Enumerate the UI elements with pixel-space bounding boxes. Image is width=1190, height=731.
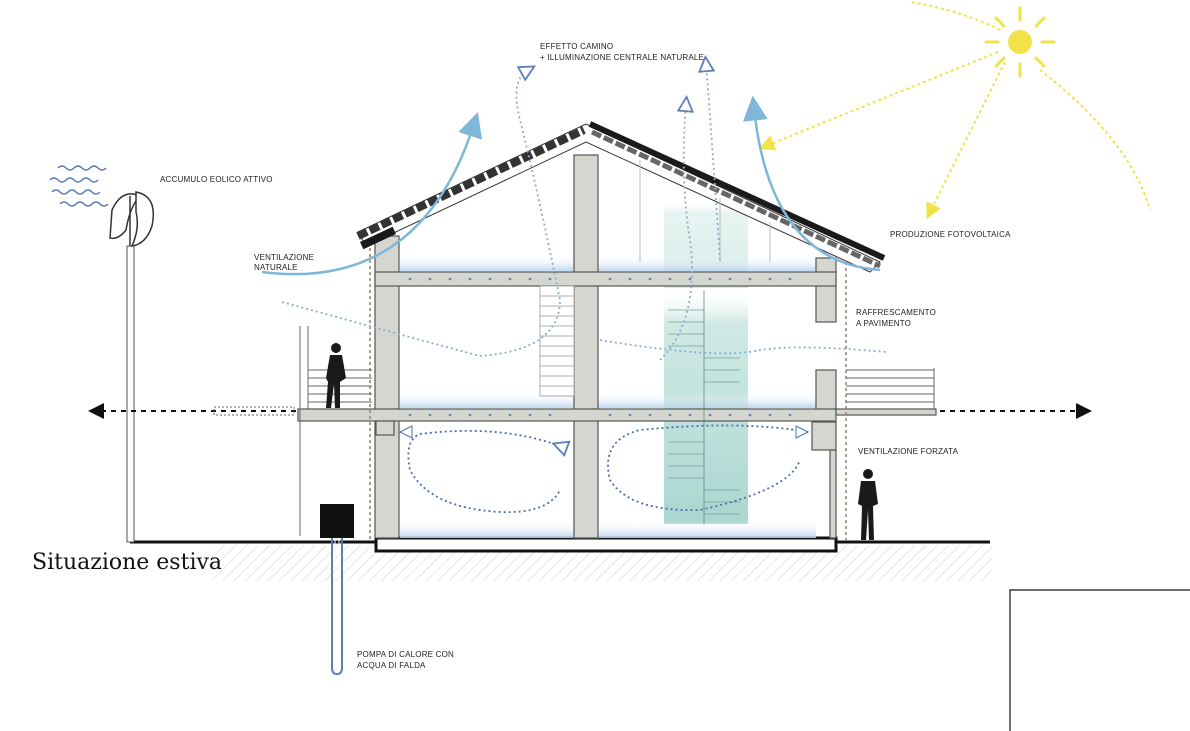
right-terrace-railing: [846, 368, 935, 409]
building-structure: [297, 154, 937, 539]
forced-ventilation-label: VENTILAZIONE FORZATA: [858, 447, 959, 456]
forced-ventilation-loops: [407, 424, 809, 514]
floor-cooling-label-1: RAFFRESCAMENTO: [856, 308, 936, 317]
chimney-effect-label: EFFETTO CAMINO: [540, 42, 613, 51]
natural-airflow: [261, 95, 881, 276]
slab-dots: [408, 277, 792, 417]
frame-corner: [1009, 589, 1190, 731]
natural-ventilation-label-1: VENTILAZIONE: [254, 253, 314, 262]
roof: [356, 121, 886, 273]
natural-ventilation-label-2: NATURALE: [254, 263, 298, 272]
person-silhouette-icon: [858, 469, 878, 540]
wind-storage-label: ACCUMULO EOLICO ATTIVO: [160, 175, 273, 184]
natural-lighting-label: + ILLUMINAZIONE CENTRALE NATURALE: [540, 53, 704, 62]
shaft-stair-lines: [668, 290, 740, 524]
floor-cooling-label-2: A PAVIMENTO: [856, 319, 911, 328]
sun-icon: [984, 6, 1056, 78]
foundation-slab: [374, 536, 838, 553]
diagram-title: Situazione estiva: [32, 550, 222, 575]
floor-cooling-ground: [400, 520, 816, 538]
forced-vent-arrow-left: [398, 425, 413, 439]
sun-rays: [758, 1, 1151, 220]
wind-waves: [49, 165, 109, 207]
wind-turbine-icon: [109, 191, 154, 543]
forced-vent-arrow-right: [795, 425, 810, 439]
floor-cooling-mid: [400, 392, 816, 408]
photovoltaic-label: PRODUZIONE FOTOVOLTAICA: [890, 230, 1011, 239]
person-silhouette-icon: [326, 343, 346, 408]
heat-pump-label-1: POMPA DI CALORE CON: [357, 650, 454, 659]
heat-pump-label-2: ACQUA DI FALDA: [357, 661, 426, 670]
staircase: [539, 285, 575, 397]
heat-pump-icon: [320, 504, 354, 676]
floor-cooling-upper: [400, 255, 816, 271]
chimney-airflow: [281, 64, 887, 361]
floor-vent-grille: [213, 406, 295, 416]
